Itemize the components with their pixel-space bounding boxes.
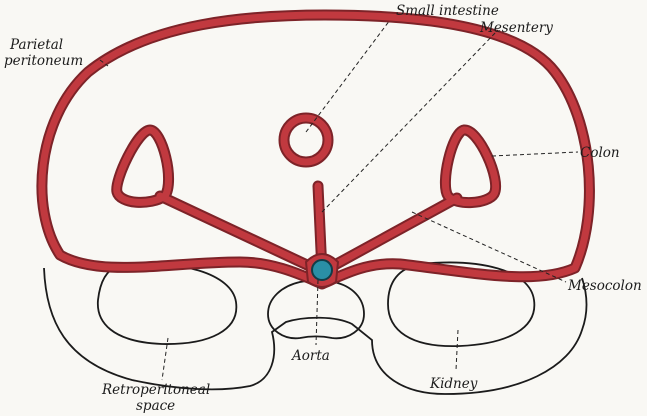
aorta-vessel bbox=[312, 260, 332, 280]
retroperitoneal-space-outline bbox=[98, 264, 237, 344]
leader-aorta bbox=[316, 280, 318, 345]
leader-kidney bbox=[456, 330, 458, 370]
leader-small-intestine bbox=[306, 20, 390, 132]
label-mesocolon: Mesocolon bbox=[567, 278, 642, 294]
peritoneum-edge bbox=[42, 15, 590, 284]
label-retroperitoneal-line2: space bbox=[136, 398, 175, 414]
leader-colon bbox=[492, 152, 578, 156]
label-small-intestine: Small intestine bbox=[396, 3, 499, 19]
label-aorta: Aorta bbox=[290, 348, 330, 364]
leader-mesentery bbox=[322, 30, 498, 212]
label-mesentery: Mesentery bbox=[479, 20, 553, 36]
label-parietal-line1: Parietal bbox=[9, 37, 63, 53]
label-parietal-line2: peritoneum bbox=[4, 53, 83, 69]
label-retroperitoneal-line1: Retroperitoneal bbox=[101, 382, 210, 398]
label-colon: Colon bbox=[580, 145, 620, 161]
label-kidney: Kidney bbox=[429, 376, 478, 392]
